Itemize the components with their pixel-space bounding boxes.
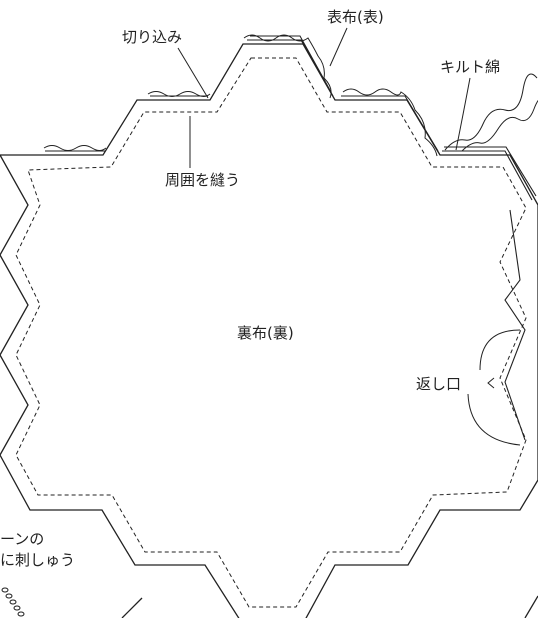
label-cut-in: 切り込み [122, 28, 183, 46]
leader-return-opening-top [479, 329, 521, 371]
label-top-fabric: 表布(表) [327, 8, 384, 26]
embroidery-chain-icon [1, 587, 25, 617]
top-fabric-edge-left [150, 95, 208, 101]
bottom-partial-line-right [524, 595, 538, 618]
batting-wavy-farleft [43, 145, 107, 151]
label-embroidery-line1: ーンの [0, 530, 45, 548]
return-opening-contour [504, 209, 526, 441]
top-fabric-edge-center [247, 35, 334, 97]
leader-top-fabric [329, 27, 348, 67]
leader-quilt-batting [455, 77, 471, 151]
top-fabric-edge-farleft [45, 150, 105, 156]
label-back-fabric: 裏布(裏) [237, 324, 294, 342]
batting-wavy-right [342, 88, 438, 157]
batting-wavy-left [147, 91, 211, 97]
label-sew-around: 周囲を縫う [165, 171, 241, 189]
right-edge-layers [442, 146, 537, 201]
leader-return-opening-bottom [467, 393, 521, 446]
leader-cut-in [177, 47, 209, 99]
bottom-partial-line-left [121, 597, 143, 618]
stitch-line-dashed [15, 57, 527, 608]
label-quilt-batting: キルト綿 [440, 58, 501, 76]
batting-wavy-top [243, 34, 332, 99]
label-embroidery-line2: に刺しゅう [0, 551, 76, 569]
label-return-opening: 返し口 [416, 375, 462, 393]
batting-strands [444, 73, 538, 152]
back-fabric-outline [0, 43, 538, 618]
top-fabric-edge-right [338, 95, 441, 156]
small-bracket-mark [487, 377, 495, 389]
